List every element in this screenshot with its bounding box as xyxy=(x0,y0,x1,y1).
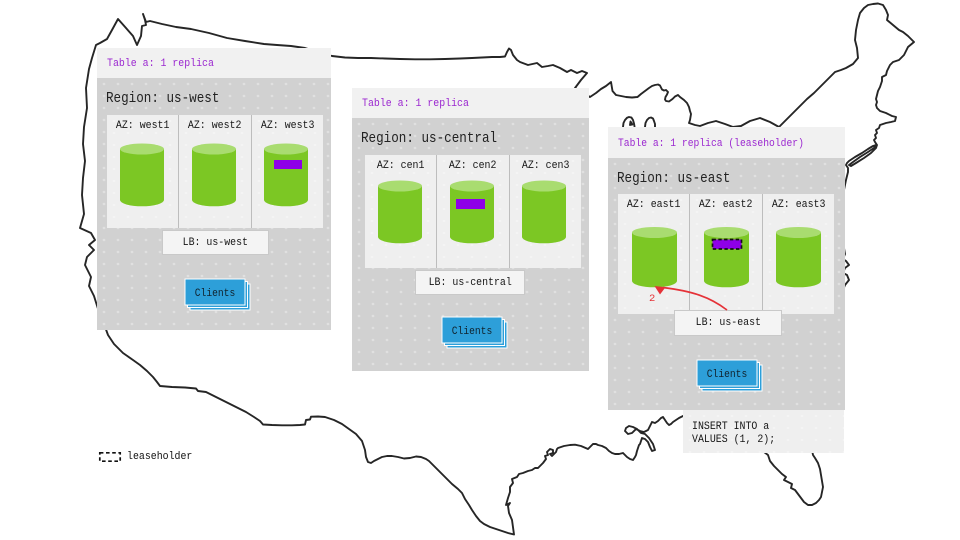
svg-text:Clients: Clients xyxy=(195,288,236,300)
svg-text:2: 2 xyxy=(649,293,655,305)
svg-text:Clients: Clients xyxy=(707,369,748,381)
svg-text:Clients: Clients xyxy=(452,326,493,338)
